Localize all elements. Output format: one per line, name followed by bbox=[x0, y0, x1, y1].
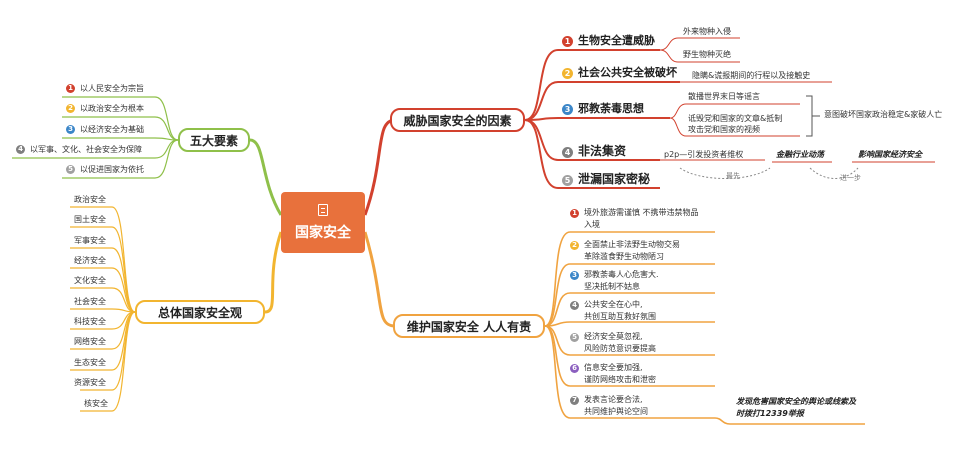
five-element-item[interactable]: 以人民安全为宗旨 bbox=[80, 84, 144, 93]
threat-sub-item[interactable]: 隐瞒&谎报期间的行程以及接触史 bbox=[692, 71, 811, 80]
node-five-elements[interactable]: 五大要素 bbox=[178, 128, 250, 152]
threat-sub-item[interactable]: 野生物种灭绝 bbox=[683, 50, 731, 59]
report-note-line2: 时拨打12339举报 bbox=[736, 409, 804, 418]
number-badge-2: 2 bbox=[562, 68, 573, 79]
number-badge-1: 1 bbox=[562, 36, 573, 47]
threat-item[interactable]: 社会公共安全被破坏 bbox=[578, 66, 677, 79]
five-element-item[interactable]: 以军事、文化、社会安全为保障 bbox=[30, 145, 142, 154]
node-threats[interactable]: 威胁国家安全的因素 bbox=[390, 108, 525, 132]
maintain-item-line1[interactable]: 境外旅游需谨慎 不携带违禁物品 bbox=[584, 208, 699, 217]
number-badge-4: 4 bbox=[570, 301, 579, 310]
branch-five-elements bbox=[249, 138, 283, 216]
node-overall-view[interactable]: 总体国家安全观 bbox=[135, 300, 265, 324]
report-note-line1: 发现危害国家安全的舆论或线索及 bbox=[736, 397, 856, 406]
security-type-item[interactable]: 政治安全 bbox=[74, 195, 106, 204]
chain-financial-turmoil: 金融行业动荡 bbox=[776, 150, 824, 159]
node-threats-label: 威胁国家安全的因素 bbox=[403, 113, 512, 128]
maintain-item-line2[interactable]: 风险防范意识要提高 bbox=[584, 344, 656, 353]
number-badge-3: 3 bbox=[562, 104, 573, 115]
security-type-item[interactable]: 生态安全 bbox=[74, 358, 106, 367]
threat-item[interactable]: 邪教荼毒思想 bbox=[578, 102, 644, 115]
number-badge-5: 5 bbox=[570, 333, 579, 342]
threat-item[interactable]: 生物安全遭威胁 bbox=[578, 34, 655, 47]
threat-item[interactable]: 非法集资 bbox=[578, 144, 627, 158]
maintain-item-line1[interactable]: 信息安全要加强, bbox=[584, 363, 643, 372]
number-badge-5: 5 bbox=[562, 175, 573, 186]
number-badge-5: 5 bbox=[66, 165, 75, 174]
threat-sub-item[interactable]: 诋毁党和国家的文章&抵制攻击党和国家的视频 bbox=[688, 114, 783, 134]
security-type-item[interactable]: 核安全 bbox=[84, 399, 108, 408]
arrow-label-first: 最先 bbox=[726, 172, 740, 180]
maintain-item-line1[interactable]: 公共安全在心中, bbox=[584, 300, 643, 309]
number-badge-2: 2 bbox=[66, 104, 75, 113]
branch-threats bbox=[363, 118, 396, 216]
maintain-item-line1[interactable]: 发表言论要合法, bbox=[584, 395, 643, 404]
maintain-item-line2[interactable]: 入境 bbox=[584, 220, 600, 229]
node-five-elements-label: 五大要素 bbox=[189, 133, 238, 148]
node-maintain[interactable]: 维护国家安全 人人有责 bbox=[393, 314, 545, 338]
threat-item[interactable]: 泄漏国家密秘 bbox=[578, 172, 651, 186]
number-badge-3: 3 bbox=[570, 271, 579, 280]
arrow-label-further: 进一步 bbox=[840, 174, 861, 182]
number-badge-3: 3 bbox=[66, 125, 75, 134]
security-type-item[interactable]: 国土安全 bbox=[74, 215, 106, 224]
number-badge-7: 7 bbox=[570, 396, 579, 405]
five-element-item[interactable]: 以经济安全为基础 bbox=[80, 125, 144, 134]
five-element-item[interactable]: 以政治安全为根本 bbox=[80, 104, 144, 113]
five-element-item[interactable]: 以促进国家为依托 bbox=[80, 165, 144, 174]
maintain-item-line1[interactable]: 邪教荼毒人心危害大. bbox=[584, 270, 659, 279]
security-type-item[interactable]: 经济安全 bbox=[74, 256, 106, 265]
number-badge-6: 6 bbox=[570, 364, 579, 373]
node-maintain-label: 维护国家安全 人人有责 bbox=[406, 319, 532, 334]
number-badge-1: 1 bbox=[66, 84, 75, 93]
threat-sub-item[interactable]: 外来物种入侵 bbox=[683, 27, 731, 36]
security-type-item[interactable]: 文化安全 bbox=[74, 276, 106, 285]
security-type-item[interactable]: 科技安全 bbox=[74, 317, 106, 326]
maintain-item-line1[interactable]: 经济安全莫忽视, bbox=[584, 332, 643, 341]
number-badge-4: 4 bbox=[16, 145, 25, 154]
threat-sub-item[interactable]: 散播世界末日等谣言 bbox=[688, 92, 760, 101]
security-type-item[interactable]: 资源安全 bbox=[74, 378, 106, 387]
maintain-item-line2[interactable]: 坚决抵制不姑息 bbox=[584, 282, 640, 291]
security-type-item[interactable]: 军事安全 bbox=[74, 236, 106, 245]
document-icon bbox=[318, 203, 328, 216]
maintain-item-line2[interactable]: 谨防网络攻击和泄密 bbox=[584, 375, 656, 384]
center-topic[interactable]: 国家安全 bbox=[281, 192, 365, 253]
chain-economic-impact: 影响国家经济安全 bbox=[858, 150, 922, 159]
maintain-item-line2[interactable]: 革除滥食野生动物陋习 bbox=[584, 252, 664, 261]
threat-sub-item[interactable]: p2p—引发投资者维权 bbox=[664, 150, 744, 159]
branch-maintain bbox=[363, 231, 396, 328]
maintain-item-line1[interactable]: 全面禁止非法野生动物交易 bbox=[584, 240, 680, 249]
branch-overall-view bbox=[264, 231, 283, 314]
number-badge-4: 4 bbox=[562, 147, 573, 158]
maintain-item-line2[interactable]: 共创互助互救好氛围 bbox=[584, 312, 656, 321]
bracket-note: 意图破坏国家政治稳定&家破人亡 bbox=[824, 110, 943, 119]
node-overall-view-label: 总体国家安全观 bbox=[157, 305, 242, 320]
security-type-item[interactable]: 网络安全 bbox=[74, 337, 106, 346]
number-badge-1: 1 bbox=[570, 209, 579, 218]
number-badge-2: 2 bbox=[570, 241, 579, 250]
maintain-item-line2[interactable]: 共同维护舆论空间 bbox=[584, 407, 648, 416]
center-title: 国家安全 bbox=[295, 224, 351, 241]
security-type-item[interactable]: 社会安全 bbox=[74, 297, 106, 306]
